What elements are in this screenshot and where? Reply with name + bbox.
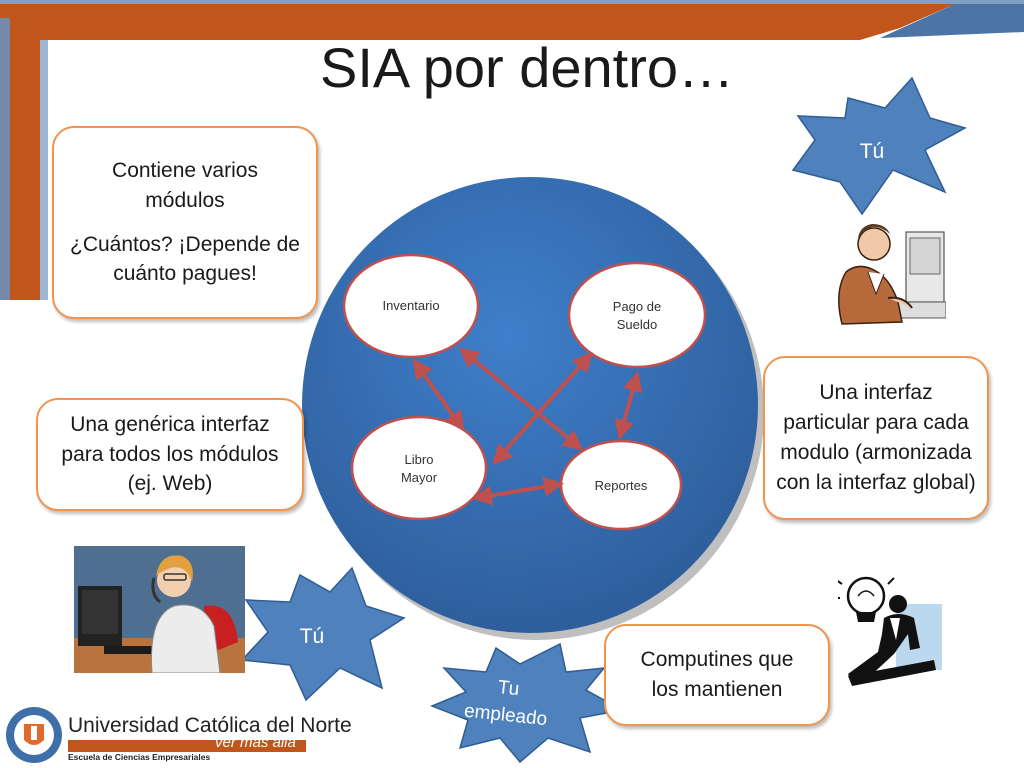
module-reportes: Reportes — [594, 477, 648, 493]
module-arrows — [412, 347, 643, 506]
star-shape-employee — [429, 642, 625, 764]
woman-on-phone-icon — [74, 546, 245, 673]
modules-question: ¿Cuántos? ¡Depende de cuánto pagues! — [70, 232, 300, 286]
star-label-tu-top: Tú — [859, 140, 885, 163]
inventario-oval — [342, 253, 480, 359]
particular-interface-box: Una interfaz particular para cada modulo… — [763, 356, 989, 520]
generic-interface-box: Una genérica interfaz para todos los mód… — [36, 398, 304, 511]
modules-text: Contiene varios módulos — [112, 158, 258, 212]
university-name: Universidad Católica del Norte — [68, 714, 352, 737]
tagline-bar — [68, 740, 306, 752]
particular-interface-text: Una interfaz particular para cada modulo… — [776, 381, 976, 494]
star-shape-bottom — [240, 566, 406, 702]
module-inventario: Inventario — [382, 297, 440, 313]
office-worker-at-computer-icon — [838, 224, 946, 325]
computines-text: Computines que los mantienen — [640, 648, 794, 701]
star-label-tu-bottom: Tú — [299, 625, 325, 648]
computines-box: Computines que los mantienen — [604, 624, 830, 726]
generic-interface-text: Una genérica interfaz para todos los mód… — [61, 412, 279, 496]
star-shape-top — [791, 76, 967, 216]
university-seal-icon — [6, 707, 62, 763]
modules-box: Contiene varios módulos ¿Cuántos? ¡Depen… — [52, 126, 318, 319]
module-pago-de-sueldo: Pago de Sueldo — [612, 298, 662, 332]
star-label-tu-empleado: Tu empleado — [463, 677, 549, 730]
lightbulb-idea-person-icon — [838, 576, 942, 686]
slide-title: SIA por dentro… — [319, 36, 734, 99]
school-name: Escuela de Ciencias Empresariales — [68, 752, 211, 762]
pago-sueldo-oval — [567, 261, 707, 369]
tagline: ver más allá — [215, 734, 296, 751]
module-libro-mayor: Libro Mayor — [400, 451, 438, 485]
